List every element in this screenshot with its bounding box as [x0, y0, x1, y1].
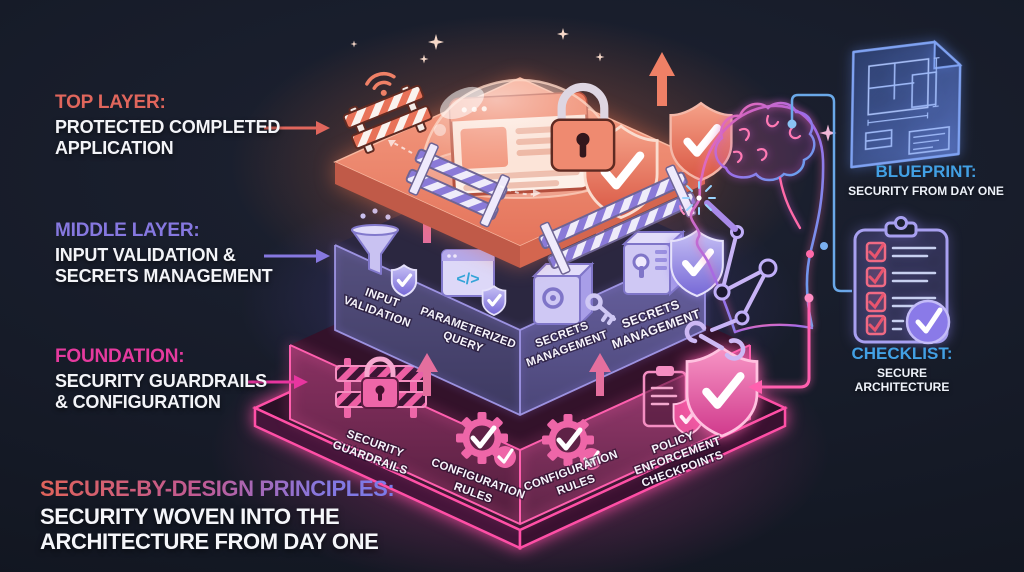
checklist-line: ARCHITECTURE: [854, 380, 950, 394]
middle-layer-label: MIDDLE LAYER: INPUT VALIDATION & SECRETS…: [55, 220, 273, 287]
middle-layer-line: INPUT VALIDATION &: [55, 245, 236, 265]
parameterized-query-code-icon: </>: [441, 249, 507, 316]
checklist-line: SECURE: [876, 366, 927, 380]
barrier-icon: [405, 142, 511, 228]
top-layer-title: TOP LAYER:: [55, 92, 166, 113]
app-shield-check-icon: [583, 124, 659, 219]
barrier-icon: [342, 84, 433, 154]
footer-caption: SECURE-BY-DESIGN PRINCIPLES: SECURITY WO…: [40, 476, 395, 554]
top-right-shield-check-icon: [669, 101, 733, 182]
barrier-icon: [538, 164, 697, 275]
label-pointer-arrows: [248, 121, 330, 389]
top-layer-items: [342, 28, 837, 275]
configuration-rules-icon: [456, 412, 516, 468]
foundation-shield-check-icon: [685, 346, 759, 438]
footer-title: SECURE-BY-DESIGN PRINCIPLES:: [40, 476, 395, 501]
top-layer-line: APPLICATION: [55, 138, 174, 158]
arrow-up-icon: [649, 52, 675, 106]
pen-tool-icon: [704, 200, 738, 232]
spark-icon: [679, 181, 716, 215]
middle-layer-line: SECRETS MANAGEMENT: [55, 266, 273, 286]
policy-clipboard-icon: [642, 366, 704, 436]
security-guardrails-icon: [335, 356, 427, 418]
top-layer-line: PROTECTED COMPLETED: [55, 117, 281, 137]
foundation-line: & CONFIGURATION: [55, 392, 221, 412]
dashed-arrow: [388, 140, 541, 197]
circuit-lines: [748, 93, 852, 394]
wrench-icon: [684, 320, 746, 361]
footer-line: ARCHITECTURE FROM DAY ONE: [40, 529, 379, 554]
blueprint-icon: [850, 39, 963, 169]
blueprint-title: BLUEPRINT:: [875, 162, 977, 181]
middle-layer-title: MIDDLE LAYER:: [55, 220, 200, 241]
blueprint-label: BLUEPRINT: SECURITY FROM DAY ONE: [833, 162, 1019, 198]
checklist-label: CHECKLIST: SECURE ARCHITECTURE: [826, 344, 978, 394]
secrets-safe-key-icon: [531, 261, 616, 327]
svg-text:</>: </>: [456, 271, 479, 288]
blueprint-subtitle: SECURITY FROM DAY ONE: [848, 184, 1004, 198]
foundation-label: FOUNDATION: SECURITY GUARDRAILS & CONFIG…: [55, 346, 267, 413]
checklist-icon: [853, 216, 951, 345]
padlock-icon: [550, 82, 616, 172]
input-validation-funnel-icon: [351, 208, 418, 297]
footer-line: SECURITY WOVEN INTO THE: [40, 504, 340, 529]
top-layer-label: TOP LAYER: PROTECTED COMPLETED APPLICATI…: [55, 92, 280, 159]
configuration-rules-icon: [542, 414, 602, 470]
wifi-icon: [365, 72, 396, 96]
checklist-title: CHECKLIST:: [851, 344, 953, 363]
foundation-line: SECURITY GUARDRAILS: [55, 371, 267, 391]
foundation-title: FOUNDATION:: [55, 346, 185, 367]
